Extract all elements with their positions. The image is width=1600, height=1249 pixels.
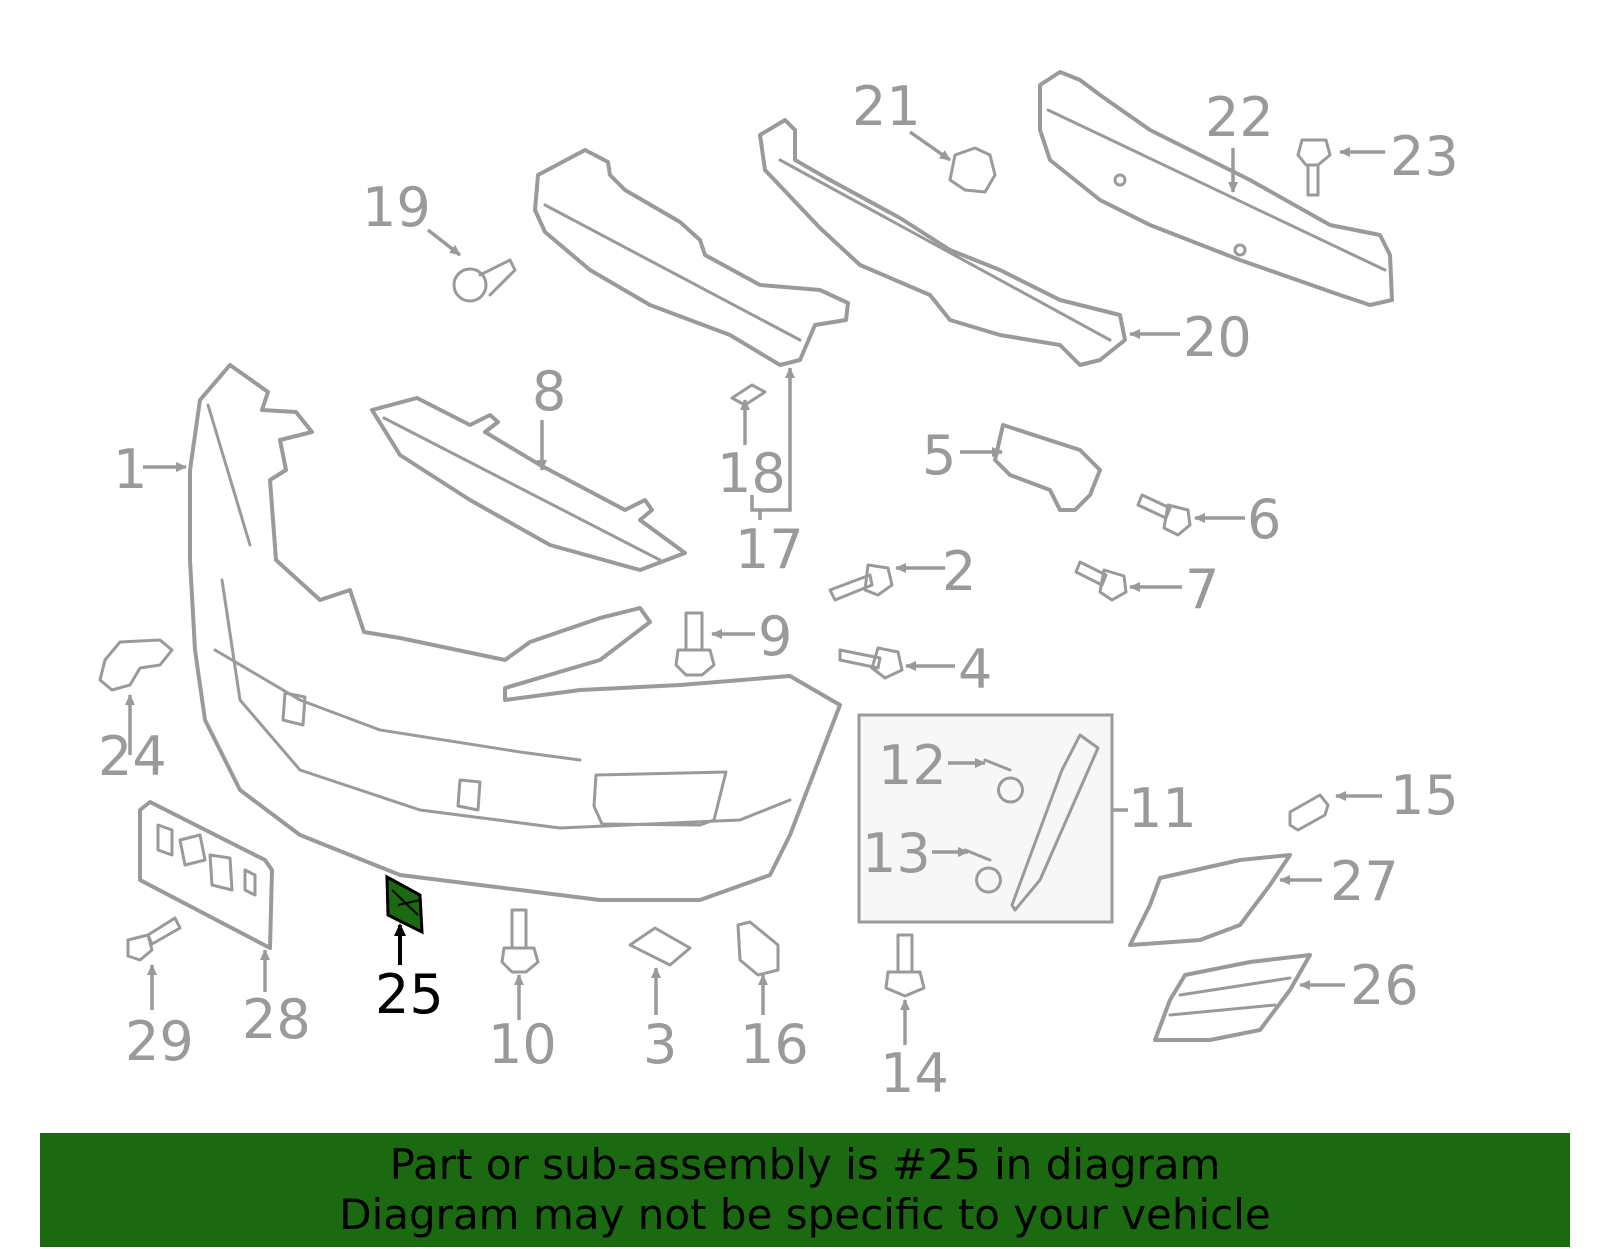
label-24: 24	[98, 725, 167, 788]
banner-line-2: Diagram may not be specific to your vehi…	[339, 1190, 1271, 1239]
label-14: 14	[880, 1042, 949, 1105]
label-19: 19	[362, 176, 431, 239]
bolt-part-10	[500, 908, 540, 974]
grille-part-26	[1153, 953, 1312, 1042]
label-12: 12	[878, 734, 947, 797]
pad-part-18	[730, 383, 767, 407]
label-5: 5	[922, 424, 956, 487]
info-banner: Part or sub-assembly is #25 in diagram D…	[40, 1133, 1570, 1247]
label-26: 26	[1350, 954, 1419, 1017]
label-2: 2	[942, 540, 976, 603]
label-18: 18	[717, 442, 786, 505]
label-22: 22	[1205, 86, 1274, 149]
label-9: 9	[758, 605, 792, 668]
sensor-part-24	[98, 638, 174, 692]
bolt-part-9	[674, 611, 716, 677]
bolt-part-23	[1296, 138, 1332, 197]
label-6: 6	[1247, 488, 1281, 551]
upper-grille-part	[370, 396, 687, 572]
highlighted-part-25	[385, 874, 424, 935]
callout-labels: 1 2 3 4 5 6 7 8 9 10 11 12 13 14 15 16 1…	[98, 75, 1459, 1105]
bolt-part-6	[1136, 493, 1192, 537]
part-11-group	[857, 713, 1128, 924]
nut-part-16	[736, 920, 780, 977]
label-25: 25	[375, 963, 444, 1026]
reinforcement-part	[1038, 70, 1394, 307]
bolt-part-29	[126, 916, 182, 962]
bumper-cover-part	[188, 363, 842, 902]
label-1: 1	[113, 438, 147, 501]
bolt-part-4	[838, 646, 904, 680]
clip-part-21	[948, 146, 997, 194]
label-16: 16	[740, 1013, 809, 1076]
label-7: 7	[1185, 558, 1219, 621]
label-28: 28	[242, 988, 311, 1051]
label-10: 10	[488, 1013, 557, 1076]
bracket-part-28	[138, 800, 274, 950]
label-21: 21	[852, 75, 921, 138]
label-29: 29	[125, 1010, 194, 1073]
label-3: 3	[643, 1013, 677, 1076]
label-17: 17	[735, 518, 804, 581]
bolt-part-2	[828, 563, 894, 602]
nut-part-3	[628, 926, 692, 967]
bolt-part-7	[1074, 560, 1128, 602]
label-20: 20	[1183, 306, 1252, 369]
label-11: 11	[1128, 777, 1197, 840]
label-13: 13	[862, 822, 931, 885]
label-4: 4	[958, 638, 992, 701]
label-27: 27	[1330, 850, 1399, 913]
leader-lines	[125, 130, 1385, 1045]
label-15: 15	[1390, 764, 1459, 827]
label-23: 23	[1390, 125, 1459, 188]
bracket-part-5	[993, 423, 1102, 512]
upper-absorber-part	[533, 148, 850, 367]
pushpin-part-19	[452, 258, 517, 303]
absorber-part	[758, 118, 1127, 367]
label-8: 8	[532, 360, 566, 423]
bolt-part-14	[884, 933, 926, 998]
pushpin-part-15	[1288, 793, 1330, 832]
banner-line-1: Part or sub-assembly is #25 in diagram	[389, 1140, 1221, 1189]
bezel-part-27	[1128, 853, 1292, 947]
